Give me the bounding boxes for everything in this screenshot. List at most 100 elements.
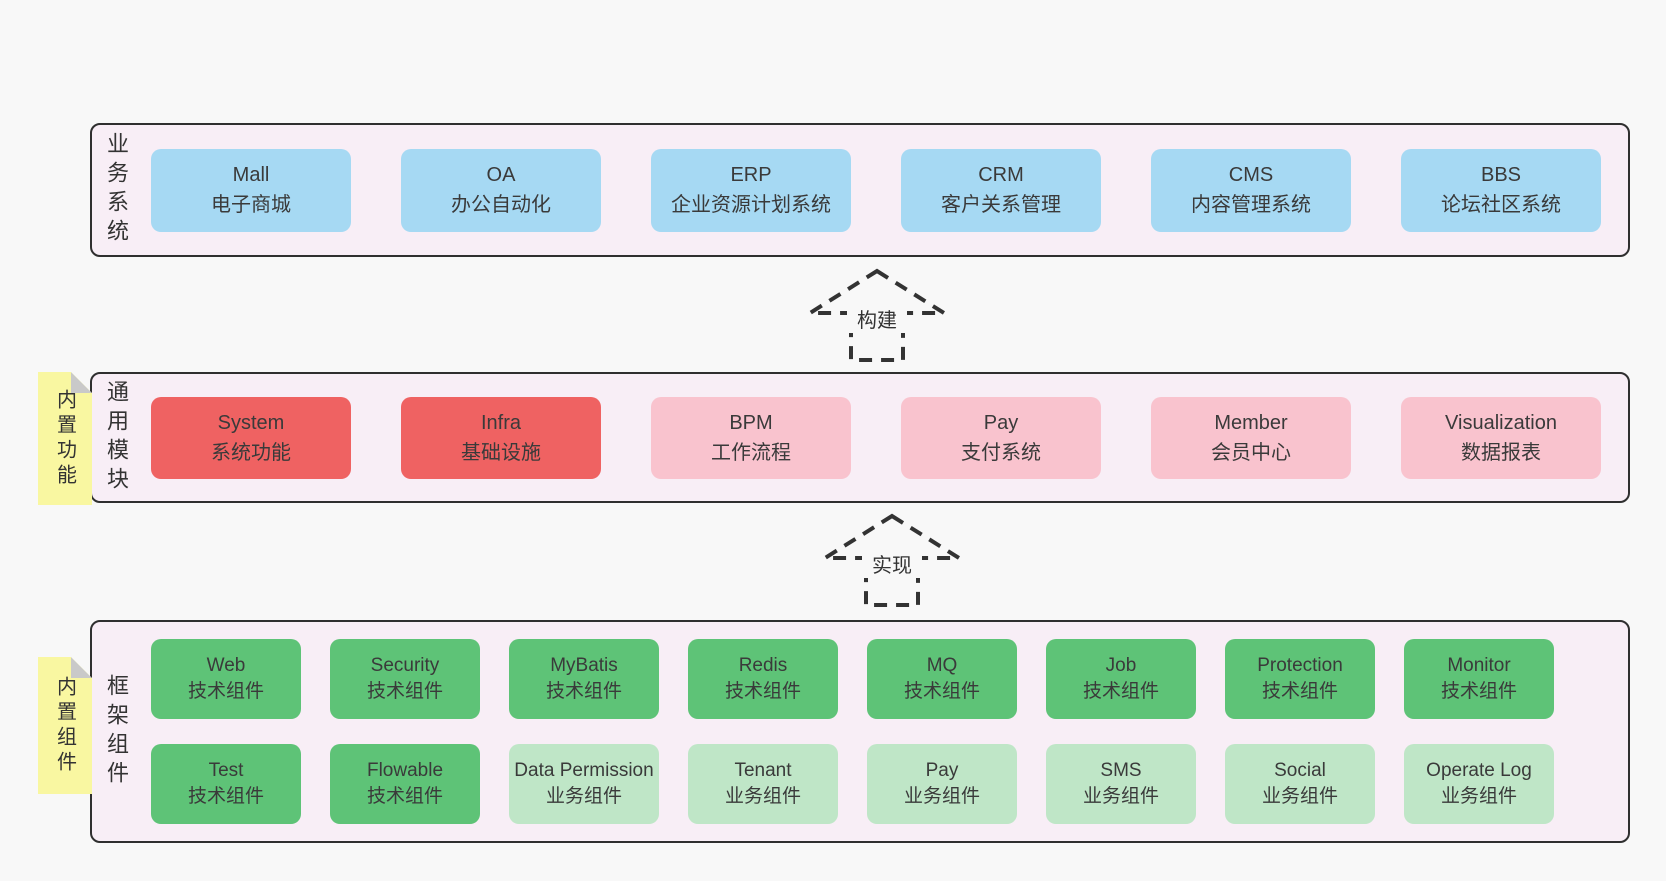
box-subtitle: 技术组件	[903, 681, 980, 702]
box-erp: ERP 企业资源计划系统	[651, 148, 851, 232]
box-subtitle: 技术组件	[1082, 681, 1159, 702]
box-subtitle: 会员中心	[1211, 441, 1291, 464]
box-sms: SMS 业务组件	[1046, 744, 1196, 824]
box-title: Pay	[983, 411, 1019, 434]
box-subtitle: 业务组件	[1261, 786, 1338, 807]
box-subtitle: 技术组件	[366, 786, 443, 807]
panel-framework-label: 框架组件	[104, 673, 129, 790]
box-subtitle: 业务组件	[724, 786, 801, 807]
box-title: Mall	[232, 164, 270, 186]
box-flowable: Flowable 技术组件	[330, 744, 480, 824]
box-mybatis: MyBatis 技术组件	[509, 639, 659, 719]
box-subtitle: 客户关系管理	[941, 194, 1061, 216]
box-subtitle: 技术组件	[1440, 681, 1517, 702]
box-subtitle: 企业资源计划系统	[671, 194, 831, 216]
box-subtitle: 系统功能	[211, 441, 291, 464]
box-title: Pay	[925, 760, 959, 781]
box-mall: Mall 电子商城	[151, 148, 351, 232]
box-title: BPM	[729, 411, 773, 434]
box-title: MQ	[926, 655, 958, 676]
box-operate-log: Operate Log 业务组件	[1404, 744, 1554, 824]
implement-arrow-label: 实现	[872, 554, 912, 577]
box-cms: CMS 内容管理系统	[1151, 148, 1351, 232]
box-title: Redis	[738, 655, 788, 676]
box-subtitle: 技术组件	[366, 681, 443, 702]
box-infra: Infra 基础设施	[401, 396, 601, 479]
box-subtitle: 电子商城	[211, 194, 291, 216]
box-title: Infra	[480, 411, 522, 434]
box-subtitle: 业务组件	[903, 786, 980, 807]
box-title: Visualization	[1445, 411, 1557, 434]
box-tenant: Tenant 业务组件	[688, 744, 838, 824]
panel-business-systems: 业务系统 Mall 电子商城 OA 办公自动化 ERP 企业资源计划系统 CRM 客户关系管理…	[90, 123, 1630, 257]
box-subtitle: 支付系统	[961, 441, 1041, 464]
box-redis: Redis 技术组件	[688, 639, 838, 719]
box-protection: Protection 技术组件	[1225, 639, 1375, 719]
box-subtitle: 工作流程	[711, 441, 791, 464]
builtin-functions-tab: 内置功能	[38, 372, 92, 505]
builtin-components-tab: 内置组件	[38, 657, 92, 794]
box-subtitle: 业务组件	[545, 786, 622, 807]
box-security: Security 技术组件	[330, 639, 480, 719]
box-title: OA	[486, 164, 516, 186]
box-member: Member 会员中心	[1151, 396, 1351, 479]
box-title: MyBatis	[550, 655, 618, 676]
box-subtitle: 业务组件	[1440, 786, 1517, 807]
box-web: Web 技术组件	[151, 639, 301, 719]
box-title: Tenant	[734, 760, 792, 781]
panel-modules-label: 通用模块	[104, 379, 129, 496]
box-title: CRM	[978, 164, 1024, 186]
box-pay: Pay 业务组件	[867, 744, 1017, 824]
box-title: CMS	[1228, 164, 1274, 186]
box-subtitle: 论坛社区系统	[1441, 194, 1561, 216]
business-boxes: Mall 电子商城 OA 办公自动化 ERP 企业资源计划系统 CRM 客户关系管理 CMS 内容…	[151, 125, 1628, 255]
arrow-label-bg	[862, 551, 922, 578]
box-subtitle: 技术组件	[1261, 681, 1338, 702]
box-title: Job	[1105, 655, 1137, 676]
box-title: SMS	[1100, 760, 1142, 781]
panel-business-label: 业务系统	[104, 132, 129, 248]
box-title: Data Permission	[514, 760, 654, 781]
box-subtitle: 技术组件	[187, 681, 264, 702]
box-subtitle: 业务组件	[1082, 786, 1159, 807]
box-monitor: Monitor 技术组件	[1404, 639, 1554, 719]
box-subtitle: 内容管理系统	[1191, 194, 1311, 216]
box-subtitle: 技术组件	[545, 681, 622, 702]
box-title: Protection	[1257, 655, 1343, 676]
box-title: ERP	[730, 164, 772, 186]
box-social: Social 业务组件	[1225, 744, 1375, 824]
box-title: Flowable	[366, 760, 444, 781]
box-title: Security	[370, 655, 440, 676]
box-visualization: Visualization 数据报表	[1401, 396, 1601, 479]
box-title: Social	[1274, 760, 1326, 781]
box-title: Web	[206, 655, 246, 676]
build-arrow: 构建	[805, 268, 949, 362]
box-job: Job 技术组件	[1046, 639, 1196, 719]
box-test: Test 技术组件	[151, 744, 301, 824]
box-title: Member	[1214, 411, 1288, 434]
box-subtitle: 技术组件	[187, 786, 264, 807]
box-data-permission: Data Permission 业务组件	[509, 744, 659, 824]
box-row: Mall 电子商城 OA 办公自动化 ERP 企业资源计划系统 CRM 客户关系管理 CMS 内容…	[151, 148, 1628, 232]
box-subtitle: 办公自动化	[451, 194, 551, 216]
box-title: Operate Log	[1426, 760, 1532, 781]
box-oa: OA 办公自动化	[401, 148, 601, 232]
box-pay: Pay 支付系统	[901, 396, 1101, 479]
arrow-label-bg	[847, 306, 907, 333]
box-subtitle: 技术组件	[724, 681, 801, 702]
box-title: Test	[208, 760, 244, 781]
build-arrow-label: 构建	[857, 309, 897, 332]
box-crm: CRM 客户关系管理	[901, 148, 1101, 232]
box-bpm: BPM 工作流程	[651, 396, 851, 479]
box-subtitle: 数据报表	[1461, 441, 1541, 464]
box-subtitle: 基础设施	[461, 441, 541, 464]
box-title: Monitor	[1447, 655, 1511, 676]
